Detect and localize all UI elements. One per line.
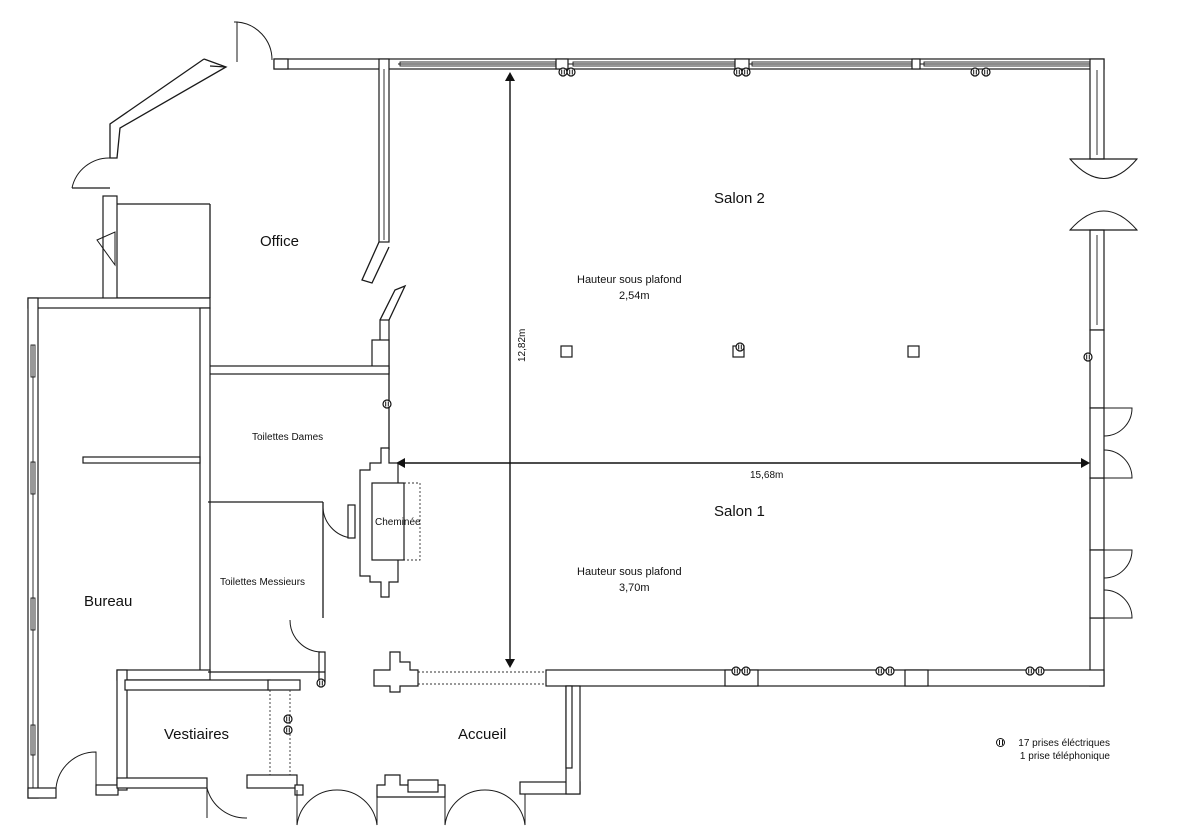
legend: 17 prises éléctriques 1 prise téléphoniq… [996, 737, 1110, 763]
outlet-icon [733, 67, 743, 77]
dimension-width-label: 15,68m [750, 470, 783, 481]
dimension-depth: 12,82m [505, 72, 528, 668]
outlets [283, 67, 1093, 735]
room-label-toilettes-dames: Toilettes Dames [252, 432, 323, 443]
outlet-icon [382, 399, 392, 409]
outlet-icon [558, 67, 568, 77]
salon1-ceiling-value: 3,70m [619, 582, 650, 594]
pillar [907, 345, 920, 358]
room-label-toilettes-messieurs: Toilettes Messieurs [220, 577, 305, 588]
bureau-walls [27, 297, 211, 799]
outlet-icon [741, 666, 751, 676]
outlet-icon [316, 678, 326, 688]
pillar [560, 345, 573, 358]
legend-phone: 1 prise téléphonique [1019, 751, 1110, 762]
toilets-walls [208, 501, 356, 683]
room-label-salon2: Salon 2 [714, 190, 765, 207]
room-label-cheminee: Cheminée [375, 517, 421, 528]
outlet-icon [875, 666, 885, 676]
outlet-icon [741, 67, 751, 77]
room-label-office: Office [260, 233, 299, 250]
double-door-right-top[interactable] [1068, 158, 1139, 231]
french-door-right-2[interactable] [1089, 549, 1133, 619]
salon1-ceiling-label: Hauteur sous plafond [577, 566, 682, 578]
salon2-ceiling-value: 2,54m [619, 290, 650, 302]
room-label-bureau: Bureau [84, 593, 132, 610]
outlet-icon [283, 714, 293, 724]
outlet-icon [566, 67, 576, 77]
salon2-ceiling-label: Hauteur sous plafond [577, 274, 682, 286]
outlet-icon [970, 67, 980, 77]
legend-outlets: 17 prises éléctriques [1018, 738, 1110, 749]
outlet-icon [735, 342, 745, 352]
outlet-icon [731, 666, 741, 676]
outlet-icon [981, 67, 991, 77]
outlet-icon [1035, 666, 1045, 676]
main-hall-walls [273, 58, 1105, 687]
room-label-accueil: Accueil [458, 726, 506, 743]
outlet-icon [283, 725, 293, 735]
office-walls [71, 21, 407, 680]
outlet-icon [1083, 352, 1093, 362]
outlet-icon [996, 738, 1005, 747]
french-door-right-1[interactable] [1089, 407, 1133, 479]
dimension-width: 15,68m [396, 458, 1090, 481]
room-label-salon1: Salon 1 [714, 503, 765, 520]
dimension-depth-label: 12,82m [517, 329, 528, 362]
outlet-icon [885, 666, 895, 676]
fireplace [359, 447, 421, 598]
vestiaires-walls [116, 651, 581, 826]
room-label-vestiaires: Vestiaires [164, 726, 229, 743]
outlet-icon [1025, 666, 1035, 676]
